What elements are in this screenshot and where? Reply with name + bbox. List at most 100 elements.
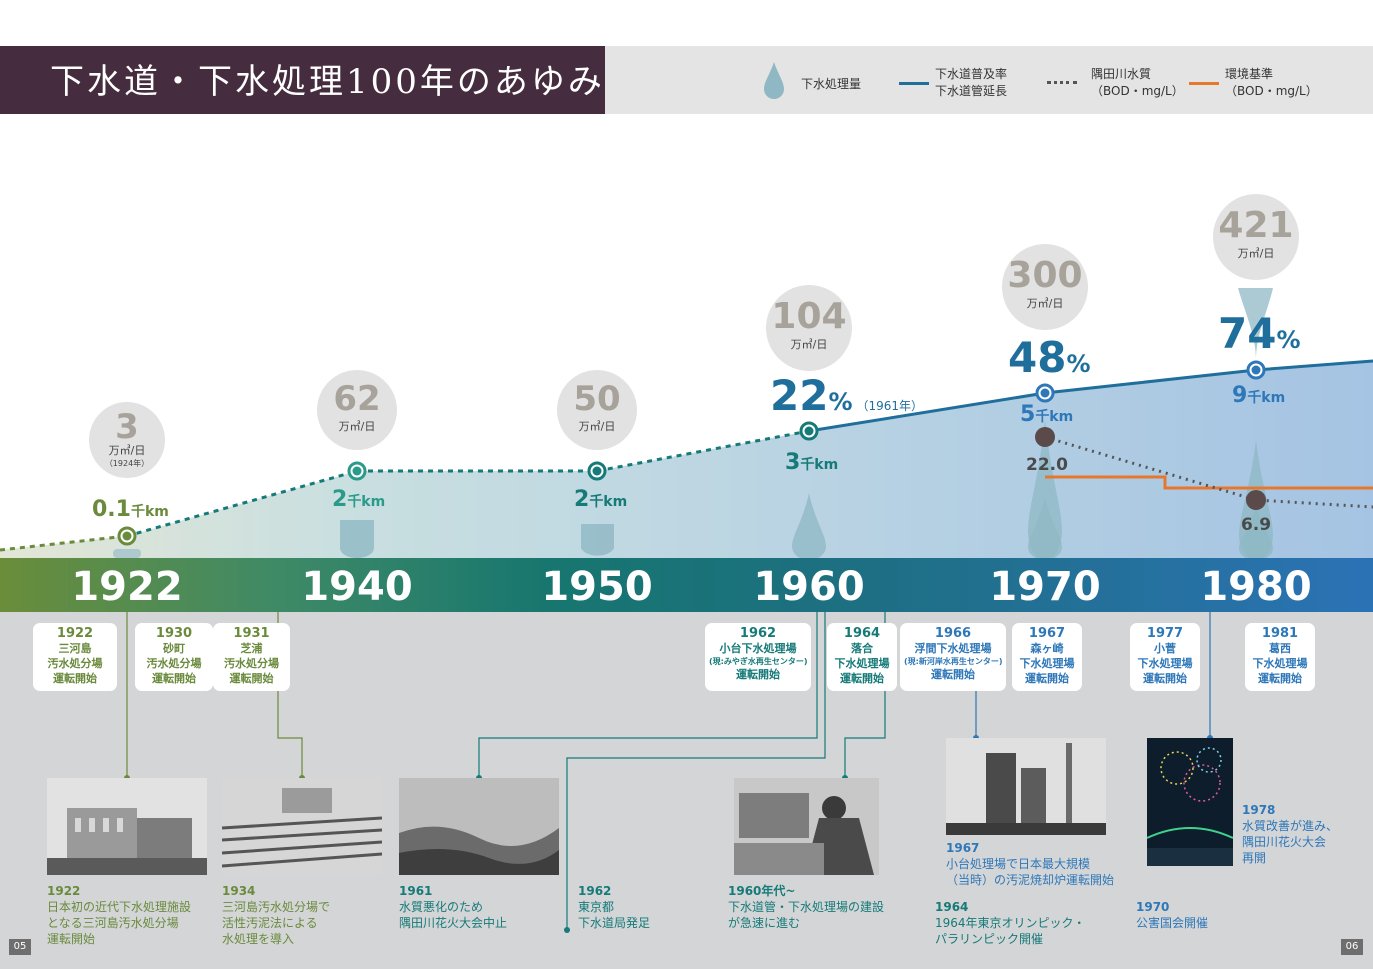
caption-year: 1934	[222, 884, 256, 898]
event-line: 運転開始	[53, 672, 97, 685]
caption-line: 東京都	[578, 900, 615, 914]
year-tick-1980: 1980	[1200, 564, 1311, 610]
coverage-value-1970: 48%	[1008, 333, 1091, 382]
coverage-percent-sign: %	[1276, 326, 1300, 354]
pipe-marker-dot-1922	[122, 531, 132, 541]
caption-year: 1960年代~	[728, 884, 796, 898]
volume-unit-1980: 万㎥/日	[1238, 247, 1275, 260]
legend-volume: 下水処理量	[801, 77, 862, 91]
caption-line: 公害国会開催	[1136, 916, 1209, 930]
legend-standard-label-2: （BOD・mg/L）	[1225, 84, 1318, 98]
event-line: 下水処理場	[1252, 657, 1308, 670]
caption-line: 隅田川花火大会中止	[399, 916, 508, 930]
legend-standard: 環境基準 （BOD・mg/L）	[1225, 66, 1318, 100]
event-line: 汚水処分場	[224, 657, 279, 670]
caption-year: 1961	[399, 884, 433, 898]
event-year: 1962	[739, 626, 777, 641]
caption-line: パラリンピック開催	[935, 932, 1044, 946]
caption-line: 下水道局発足	[578, 916, 651, 930]
legend-river-label-2: （BOD・mg/L）	[1091, 84, 1184, 98]
event-1930: 1930 砂町 汚水処分場 運転開始	[135, 623, 213, 691]
coverage-percent-sign: %	[828, 388, 852, 416]
event-line: 三河島	[58, 642, 92, 655]
caption-line: 小台処理場で日本最大規模	[946, 857, 1091, 871]
event-year: 1931	[233, 626, 270, 641]
event-1922: 1922 三河島 汚水処分場 運転開始	[33, 623, 117, 691]
year-tick-1970: 1970	[989, 564, 1100, 610]
event-year: 1930	[155, 626, 193, 641]
pipe-marker-dot-1960	[804, 426, 814, 436]
volume-unit-1970: 万㎥/日	[1027, 297, 1064, 310]
legend: 下水処理量 下水道普及率 下水道管延長 隅田川水質 （BOD・mg/L） 環境基…	[605, 46, 1373, 114]
year-tick-1922: 1922	[71, 564, 182, 610]
pipe-length-unit: 千km	[800, 456, 838, 473]
year-tick-1950: 1950	[541, 564, 652, 610]
river-bod-value-1980: 6.9	[1241, 515, 1271, 535]
caption-1964: 1964 1964年東京オリンピック・ パラリンピック開催	[935, 899, 1085, 947]
connector-dot	[564, 927, 570, 933]
photo-sludge-incinerator	[946, 738, 1106, 835]
page-title: 下水道・下水処理100年のあゆみ	[50, 62, 605, 102]
caption-line: 運転開始	[47, 932, 96, 946]
event-year: 1981	[1261, 626, 1299, 641]
drop-1950	[581, 524, 614, 556]
volume-value-1960: 104	[771, 296, 846, 337]
legend-river: 隅田川水質 （BOD・mg/L）	[1091, 66, 1184, 100]
event-line: 汚水処分場	[47, 657, 103, 670]
caption-1961: 1961 水質悪化のため 隅田川花火大会中止	[399, 883, 507, 931]
event-line: 下水処理場	[1019, 657, 1075, 670]
river-marker-1980	[1246, 490, 1266, 510]
event-year: 1964	[843, 626, 881, 641]
caption-year: 1978	[1242, 803, 1276, 817]
event-line: 運転開始	[736, 668, 780, 681]
caption-1962: 1962 東京都 下水道局発足	[578, 883, 650, 931]
event-line: 浮間下水処理場	[914, 642, 992, 655]
caption-line: 水質改善が進み、	[1242, 819, 1339, 833]
volume-bubble-1940	[317, 370, 397, 450]
connector-line	[478, 612, 818, 778]
caption-line: 隅田川花火大会	[1242, 835, 1327, 849]
pipe-marker-dot-1980	[1251, 365, 1261, 375]
pipe-length-unit: 千km	[347, 493, 385, 510]
page-number-left: 05	[9, 939, 31, 955]
pipe-length-1922: 0.1千km	[92, 497, 169, 522]
pipe-length-line-late	[808, 359, 1373, 433]
caption-1922: 1922 日本初の近代下水処理施設 となる三河島汚水処分場 運転開始	[47, 883, 191, 947]
event-line: 小台下水処理場	[719, 642, 797, 655]
event-line: 下水処理場	[834, 657, 890, 670]
caption-year: 1922	[47, 884, 81, 898]
legend-coverage-label-2: 下水道管延長	[935, 84, 1008, 98]
page-number-right: 06	[1341, 939, 1363, 955]
standard-line	[1045, 475, 1373, 490]
event-line: 運転開始	[1025, 672, 1069, 685]
event-1966: 1966 浮間下水処理場 (現:新河岸水再生センター) 運転開始	[900, 623, 1006, 691]
event-line: 森ヶ崎	[1030, 642, 1064, 655]
volume-bubble-1960	[766, 285, 852, 371]
event-year: 1967	[1028, 626, 1066, 641]
volume-unit-1940: 万㎥/日	[339, 420, 376, 433]
title-bar: 下水道・下水処理100年のあゆみ	[0, 46, 605, 114]
volume-value-1970: 300	[1007, 255, 1082, 296]
coverage-value-1960: 22%（1961年）	[770, 371, 923, 420]
year-tick-1960: 1960	[753, 564, 864, 610]
volume-value-1950: 50	[573, 379, 620, 419]
event-line: 運転開始	[840, 672, 884, 685]
photo-fireworks	[1147, 738, 1233, 866]
event-line: 運転開始	[152, 672, 196, 685]
event-line: 汚水処分場	[146, 657, 202, 670]
pipe-marker-dot-1970	[1040, 388, 1050, 398]
event-line: 運転開始	[931, 668, 975, 681]
river-marker-1970	[1035, 427, 1055, 447]
caption-line: 三河島汚水処分場で	[222, 900, 331, 914]
photo-activated-sludge-tanks	[222, 778, 382, 875]
event-line: 葛西	[1269, 642, 1291, 655]
volume-bubble-1970	[1002, 244, 1088, 330]
legend-standard-swatch	[1189, 82, 1219, 85]
coverage-percent-sign: %	[1066, 350, 1090, 378]
photo-polluted-river	[399, 778, 559, 875]
event-line: 運転開始	[1143, 672, 1187, 685]
year-band	[0, 558, 1373, 612]
legend-coverage-swatch	[899, 82, 929, 85]
caption-1970: 1970 公害国会開催	[1136, 899, 1208, 931]
caption-line: 1964年東京オリンピック・	[935, 916, 1086, 930]
